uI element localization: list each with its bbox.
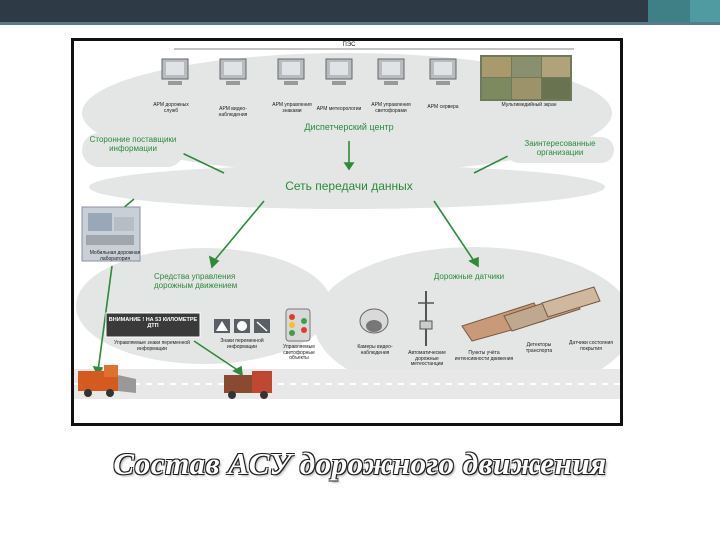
sensor-item-label-0: Камеры видео-наблюдения bbox=[357, 344, 393, 356]
workstation-label-6: Мультимедийный экран bbox=[501, 102, 557, 108]
workstation-label-0: АРМ дорожных служб bbox=[153, 102, 189, 114]
control-tools-label: Средства управления дорожным движением bbox=[154, 272, 238, 290]
workstation-label-5: АРМ сервера bbox=[427, 104, 459, 110]
workstation-label-3: АРМ метеорологии bbox=[316, 106, 362, 112]
snow-plow-truck bbox=[78, 365, 136, 397]
dump-truck bbox=[224, 371, 272, 399]
workstation-label-4: АРМ управления светофорами bbox=[371, 102, 411, 114]
control-item-label-0: Управляемые знаки переменной информации bbox=[114, 340, 190, 352]
diagram-frame: ПЭС АРМ дорожных служб АРМ видео-наблюде… bbox=[71, 38, 623, 426]
workstation-label-1: АРМ видео-наблюдения bbox=[218, 106, 248, 118]
top-bus-label: ПЭС bbox=[342, 42, 356, 48]
interested-orgs-label: Заинтересованные организации bbox=[506, 137, 614, 163]
dome-camera bbox=[359, 308, 389, 334]
workstation-label-2: АРМ управления знаками bbox=[272, 102, 312, 114]
slide-title: Состав АСУ дорожного движения bbox=[113, 446, 607, 481]
sensor-item-label-3: Детекторы транспорта bbox=[525, 342, 553, 354]
workstation-icons bbox=[161, 58, 457, 85]
vms-sign-text: ВНИМАНИЕ ! НА 53 КИЛОМЕТРЕ ДТП bbox=[108, 317, 198, 330]
mobile-lab-label: Мобильная дорожная лаборатория bbox=[89, 250, 141, 262]
traffic-light bbox=[285, 308, 311, 342]
diagram-graphics bbox=[74, 48, 620, 399]
data-network-area bbox=[89, 165, 605, 209]
mobile-lab-image bbox=[81, 206, 141, 262]
header-decoration bbox=[0, 0, 720, 41]
data-network-label: Сеть передачи данных bbox=[285, 179, 413, 193]
control-item-label-1: Знаки переменной информации bbox=[220, 338, 264, 350]
sensor-item-label-4: Датчики состояния покрытия bbox=[569, 340, 613, 352]
road-sensors-label: Дорожные датчики bbox=[433, 272, 505, 281]
external-suppliers-label: Сторонние поставщики информации bbox=[82, 133, 184, 167]
weather-station bbox=[418, 291, 434, 346]
road-sensors-area bbox=[314, 247, 620, 399]
road bbox=[74, 369, 620, 399]
control-center-area bbox=[82, 53, 612, 173]
variable-signs bbox=[214, 319, 270, 333]
variable-message-sign bbox=[105, 312, 201, 338]
sensor-item-label-1: Автоматические дорожные метеостанции bbox=[408, 350, 446, 367]
multimedia-screen-image bbox=[480, 55, 572, 101]
control-item-label-2: Управляемые светофорные объекты bbox=[283, 344, 315, 361]
slide-header-bar bbox=[0, 0, 720, 41]
control-center-label: Диспетчерский центр bbox=[304, 122, 394, 132]
sensor-item-label-2: Пункты учёта интенсивности движения bbox=[454, 350, 514, 362]
sensor-cameras bbox=[461, 286, 601, 342]
